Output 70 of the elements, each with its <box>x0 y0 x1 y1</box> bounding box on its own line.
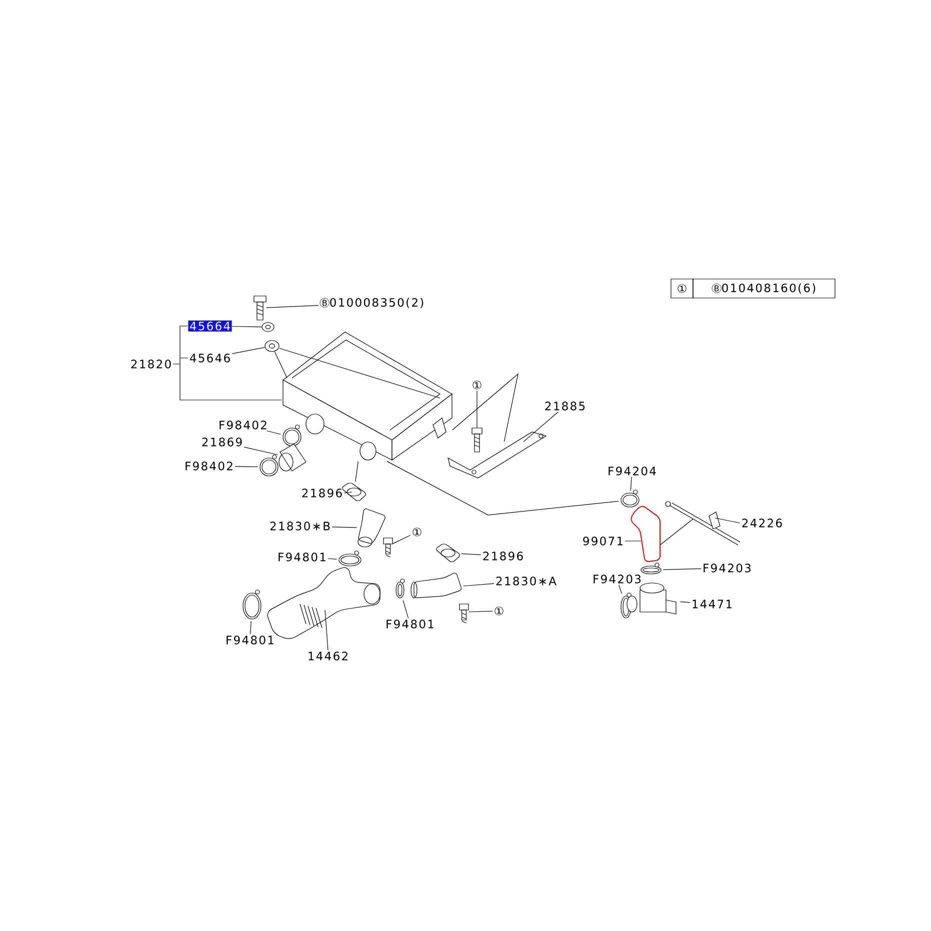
hose-clamp-drawing <box>260 454 278 476</box>
leader-line <box>332 526 357 528</box>
gasket-drawing <box>342 482 366 502</box>
washer-drawing <box>262 322 274 332</box>
leader-line <box>680 601 690 603</box>
bolt-drawing <box>383 538 393 558</box>
leader-line <box>244 446 278 456</box>
leader-line <box>355 461 358 482</box>
leader-line <box>232 326 262 328</box>
leader-line <box>328 558 337 560</box>
part-number: 14471 <box>690 598 734 610</box>
leader-line <box>344 492 352 494</box>
callout-number: ① <box>410 526 424 538</box>
leader-line <box>714 518 740 524</box>
leader-line <box>463 583 494 586</box>
leader-line <box>618 584 622 594</box>
part-number: 45646 <box>188 352 232 364</box>
leader-line <box>250 621 252 634</box>
part-number: 45664 <box>188 320 232 332</box>
part-number: 21896 <box>481 550 525 562</box>
bolt-drawing <box>459 604 469 624</box>
leader-line <box>402 600 409 618</box>
washer-drawing <box>264 340 280 352</box>
valve-drawing <box>626 582 676 614</box>
table-cell: B 010408160(6) <box>692 278 836 298</box>
bracket-drawing <box>448 432 547 478</box>
leader-line <box>279 348 440 398</box>
leader-line <box>523 412 559 442</box>
hose-clamp-drawing <box>620 592 632 618</box>
duct-drawing <box>410 572 462 598</box>
leader-line <box>461 553 482 556</box>
leader-line <box>266 305 319 308</box>
leader-line <box>172 364 282 400</box>
part-number: B 010008350(2) <box>318 296 426 310</box>
hose-clamp-drawing <box>640 562 662 574</box>
leader-line <box>468 610 493 612</box>
part-number: 21885 <box>543 400 587 412</box>
hose-clamp-drawing <box>242 590 262 620</box>
hose-clamp-drawing <box>282 424 302 446</box>
bolt-drawing <box>254 296 266 320</box>
leader-line <box>476 390 478 428</box>
part-number: 14462 <box>306 650 350 662</box>
hose-drawing <box>630 506 660 562</box>
leader-line <box>630 476 632 491</box>
duct-drawing <box>358 508 386 548</box>
leader-line <box>234 466 258 468</box>
part-number: 21896 <box>300 487 344 499</box>
hose-clamp-drawing <box>338 550 362 566</box>
leader-line <box>324 610 328 650</box>
bolt-drawing <box>472 428 482 452</box>
leader-line <box>660 518 694 546</box>
hose-drawing <box>278 444 306 472</box>
part-number: 21820 <box>129 358 173 370</box>
sensor-drawing <box>665 501 740 546</box>
part-number: 21869 <box>200 436 244 448</box>
part-number: 24226 <box>740 517 784 529</box>
callout-number: ① <box>492 606 506 616</box>
callout-number: ① <box>470 380 484 390</box>
table-cell: ① <box>670 278 694 298</box>
leader-line <box>392 534 411 544</box>
leader-line <box>624 540 642 542</box>
leader-line <box>663 568 702 570</box>
hose-clamp-drawing <box>396 578 405 598</box>
hose-clamp-drawing <box>620 490 640 508</box>
gasket-drawing <box>436 544 460 562</box>
leader-line <box>452 373 518 442</box>
part-number: 99071 <box>581 535 625 547</box>
leader-line <box>274 352 288 378</box>
leader-line <box>266 430 281 435</box>
leader-line <box>232 347 265 354</box>
